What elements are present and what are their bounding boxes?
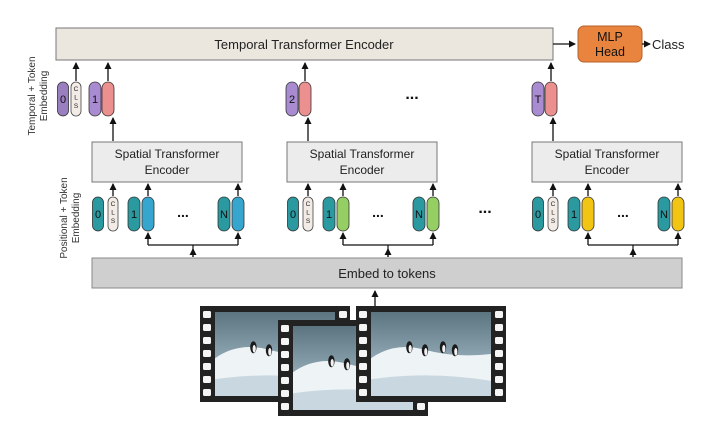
temporal-token-t-embedding-pill: [544, 81, 558, 117]
frame-2-patch-n-index-pill: N: [412, 196, 426, 232]
frame-t-patch-n-index-pill: N: [657, 196, 671, 232]
frame-1-patch-n-index-pill: N: [217, 196, 231, 232]
cls-letter: L: [111, 210, 115, 217]
frame-2-patch-n-embedding-pill: [426, 196, 440, 232]
frame-2-cls-index-pill: 0: [287, 196, 299, 232]
mlp-head-box: MLP Head: [577, 25, 643, 63]
frame-2-cls-index-pill-label: 0: [290, 209, 296, 221]
frame-1-patch-n-embedding-pill: [231, 196, 245, 232]
frame-2-patch-1-embedding-pill: [336, 196, 350, 232]
video-frames: [200, 306, 506, 416]
cls-letter: C: [111, 201, 116, 208]
spatial-encoder-line2: Encoder: [145, 163, 190, 177]
temporal-token-1-embedding-pill: [101, 81, 115, 117]
frame-1-patch-n-index-pill-label: N: [220, 209, 228, 221]
frame-t-patch-n-embedding-pill: [671, 196, 685, 232]
spatial-encoder-line2: Encoder: [340, 163, 385, 177]
positional-embedding-label-line2: Embedding: [71, 193, 82, 244]
embed-to-tokens-box: Embed to tokens: [91, 257, 683, 289]
spatial-encoder-line1: Spatial Transformer: [115, 147, 220, 161]
cls-letter: S: [551, 218, 556, 225]
cls-letter: S: [74, 103, 79, 110]
frame-t-patch-1-index-pill-label: 1: [571, 209, 577, 221]
frame-2-patch-1-index-pill-label: 1: [326, 209, 332, 221]
temporal-token-2-embedding-pill: [298, 81, 312, 117]
mlp-head-line1: MLP: [597, 30, 623, 44]
frame-1-cls-token: CLS: [107, 196, 119, 232]
frame-t-patch-ellipsis: ...: [617, 204, 629, 220]
temporal-cls-token: CLS: [70, 81, 82, 117]
cls-letter: C: [551, 201, 556, 208]
temporal-token-1-index-pill-label: 1: [92, 94, 98, 106]
temporal-cls-index-pill-label: 0: [60, 94, 66, 106]
embed-to-tokens-label: Embed to tokens: [338, 266, 436, 281]
frame-1-cls-index-pill: 0: [92, 196, 104, 232]
frame-1-cls-index-pill-label: 0: [95, 209, 101, 221]
cls-letter: C: [74, 86, 79, 93]
frame-2-patch-1-index-pill: 1: [322, 196, 336, 232]
frame-t-patch-1-index-pill: 1: [567, 196, 581, 232]
frame-2-cls-token: CLS: [302, 196, 314, 232]
spatial-encoder-line1: Spatial Transformer: [555, 147, 660, 161]
positional-embedding-label-line1: Positional + Token: [59, 177, 70, 258]
frame-t-patch-1-embedding-pill: [581, 196, 595, 232]
cls-letter: S: [306, 218, 311, 225]
frame-1-patch-1-index-pill: 1: [127, 196, 141, 232]
spatial-encoder-line1: Spatial Transformer: [310, 147, 415, 161]
mlp-head-line2: Head: [595, 45, 625, 59]
cls-letter: L: [551, 210, 555, 217]
temporal-embedding-label-line1: Temporal + Token: [27, 56, 38, 135]
video-frame-3: [356, 306, 506, 402]
frame-t-cls-index-pill-label: 0: [535, 209, 541, 221]
frame-t-cls-token: CLS: [547, 196, 559, 232]
cls-letter: L: [74, 95, 78, 102]
frame-2-patch-n-index-pill-label: N: [415, 209, 423, 221]
frame-1-patch-ellipsis: ...: [177, 204, 189, 220]
temporal-cls-index-pill: 0: [57, 81, 69, 117]
temporal-token-1-index-pill: 1: [88, 81, 102, 117]
temporal-token-2-index-pill: 2: [285, 81, 299, 117]
frame-t-patch-n-index-pill-label: N: [660, 209, 668, 221]
temporal-transformer-encoder: Temporal Transformer Encoder: [55, 27, 554, 61]
temporal-token-t-index-pill-label: T: [535, 94, 542, 106]
cls-letter: C: [306, 201, 311, 208]
temporal-token-t-index-pill: T: [531, 81, 545, 117]
temporal-ellipsis: ...: [405, 86, 418, 103]
temporal-encoder-label: Temporal Transformer Encoder: [214, 37, 394, 52]
temporal-token-2-index-pill-label: 2: [289, 94, 295, 106]
frame-1-patch-1-embedding-pill: [141, 196, 155, 232]
cls-letter: L: [306, 210, 310, 217]
spatial-block-ellipsis: ...: [478, 200, 491, 217]
frame-2-patch-ellipsis: ...: [372, 204, 384, 220]
temporal-embedding-label-line2: Embedding: [39, 71, 50, 122]
frame-t-cls-index-pill: 0: [532, 196, 544, 232]
cls-letter: S: [111, 218, 116, 225]
class-output-label: Class: [652, 37, 685, 52]
frame-1-patch-1-index-pill-label: 1: [131, 209, 137, 221]
spatial-encoder-line2: Encoder: [585, 163, 630, 177]
